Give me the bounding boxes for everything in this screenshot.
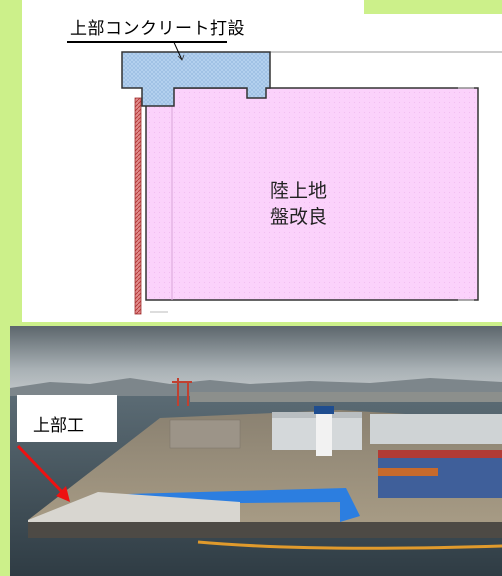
containers-red (378, 450, 502, 458)
title-label-box: 上部コンクリート打設 (42, 5, 386, 43)
background-notch (364, 0, 502, 14)
quay-face (28, 522, 502, 538)
tower-top (314, 406, 334, 414)
red-arrow-shaft (16, 444, 66, 496)
upper-concrete (121, 51, 271, 107)
title-underline (67, 41, 227, 43)
soil-label-line-1: 陸上地 (270, 180, 328, 202)
containers-orange (378, 468, 438, 476)
control-tower (316, 412, 332, 456)
leader-arrowhead (177, 54, 185, 61)
post-grid-area (169, 419, 241, 449)
sheet-pile (134, 97, 142, 315)
red-arrow-head (56, 486, 70, 502)
construction-site-photo: 上部工 (10, 326, 502, 576)
blue-tarp (126, 488, 360, 522)
distant-port (190, 392, 502, 402)
cross-section-drawing (121, 37, 502, 315)
site-photo-illustration (10, 326, 502, 576)
ground-improvement-area (145, 87, 479, 301)
soil-improvement-label: 陸上地 盤改良 (270, 178, 370, 230)
cross-section-diagram: 上部コンクリート打設 陸上地 盤改良 (22, 0, 502, 322)
crane (172, 378, 192, 406)
silt-fence (197, 540, 502, 550)
upper-work-label-box: 上部工 (17, 395, 117, 442)
upper-work-label: 上部工 (33, 416, 84, 436)
diagram-title: 上部コンクリート打設 (70, 19, 245, 39)
far-warehouses (370, 414, 502, 444)
soil-label-line-2: 盤改良 (270, 206, 328, 228)
